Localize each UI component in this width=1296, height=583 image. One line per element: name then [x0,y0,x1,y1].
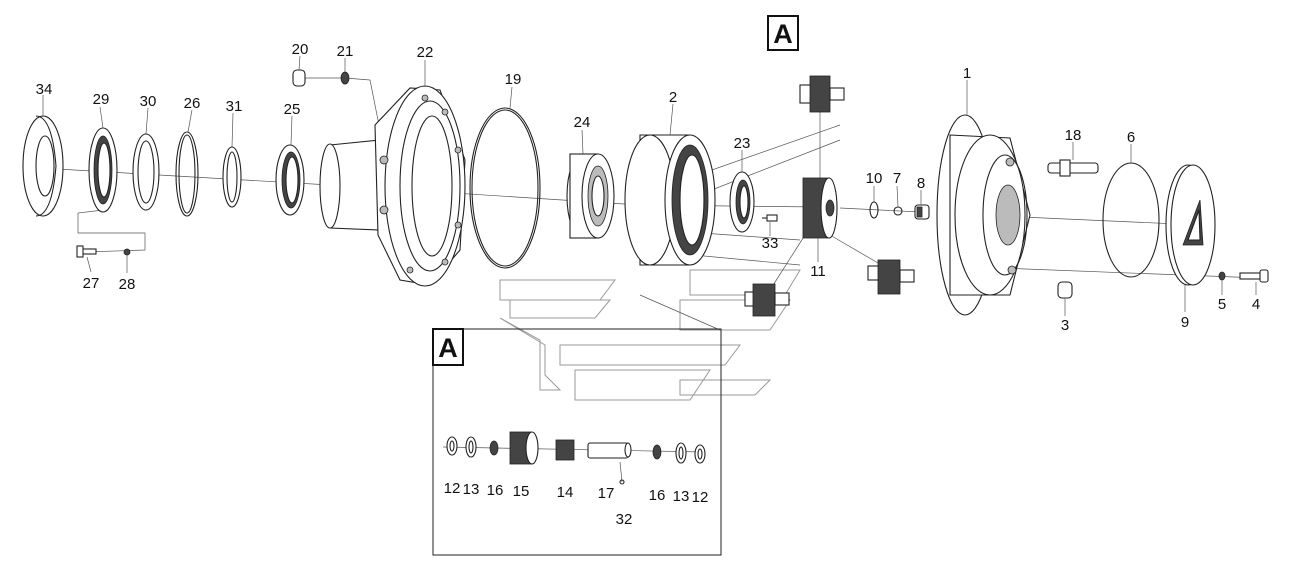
detail-12a-washer [446,436,458,456]
part-27-bolt [76,245,97,258]
part-11-sun-gear [802,177,838,239]
detail-15-gear [509,431,539,465]
part-8-plug [914,204,930,220]
label-34: 34 [36,81,53,98]
part-30-ring [132,133,160,211]
label-28: 28 [119,276,136,293]
part-5-washer [1218,271,1226,281]
label-6: 6 [1127,129,1135,146]
part-34-washer [22,115,64,217]
part-9-cover [1165,164,1216,286]
label-8: 8 [917,175,925,192]
part-4-bolt [1239,269,1269,283]
label-25: 25 [284,101,301,118]
part-24-bearing [566,153,615,239]
detail-label-12a: 12 [444,480,461,497]
label-11: 11 [810,263,826,280]
detail-label-16b: 16 [649,487,666,504]
part-26-snap-ring [175,131,199,217]
label-21: 21 [337,43,354,60]
label-29: 29 [93,91,110,108]
planet-gear-right [867,259,915,295]
detail-17-pin [587,442,632,459]
label-22: 22 [417,44,434,61]
planet-gear-top [799,75,845,113]
detail-13a-clip [465,436,477,458]
label-2: 2 [669,89,677,106]
detail-label-12b: 12 [692,489,709,506]
part-2-ring-gear [624,134,716,266]
label-1: 1 [963,65,971,82]
label-30: 30 [140,93,157,110]
detail-box-a: A [432,328,722,556]
label-31: 31 [226,98,243,115]
detail-13b-clip [675,442,687,464]
detail-label-15: 15 [513,483,530,500]
label-7: 7 [893,170,901,187]
detail-labels: 12 13 16 15 14 17 32 16 13 12 [444,480,709,528]
part-21-washer [340,71,350,85]
part-6-o-ring [1102,162,1160,278]
label-27: 27 [83,275,100,292]
label-10: 10 [866,170,883,187]
label-24: 24 [574,114,591,131]
svg-text:A: A [773,19,793,49]
part-33-pin [762,214,778,222]
label-5: 5 [1218,296,1226,313]
label-33: 33 [762,235,779,252]
part-3-plug [1057,281,1073,299]
detail-label-16a: 16 [487,482,504,499]
label-26: 26 [184,95,201,112]
part-20-plug [292,69,306,87]
leader-lines [42,55,1257,316]
part-18-stud [1047,159,1099,177]
planet-gear-bottom [744,283,790,317]
part-31-o-ring [222,146,242,208]
part-25-seal [275,144,305,216]
label-3: 3 [1061,317,1069,334]
label-20: 20 [292,41,309,58]
part-22-hub-carrier [319,85,466,287]
label-9: 9 [1181,314,1189,331]
detail-label-13b: 13 [673,488,690,505]
detail-label-32: 32 [616,511,633,528]
part-1-planet-carrier [936,114,1031,316]
label-19: 19 [505,71,522,88]
svg-text:A: A [438,333,458,363]
detail-label-17: 17 [598,485,615,502]
label-4: 4 [1252,296,1260,313]
detail-16a-ring [489,440,499,456]
detail-marker-a: A [767,15,799,51]
detail-16b-ring [652,444,662,460]
detail-32-ball [619,479,625,485]
part-28-washer [123,248,131,256]
label-18: 18 [1065,127,1082,144]
part-19-o-ring [469,107,541,269]
detail-12b-washer [694,444,706,464]
part-29-seal [88,127,118,213]
label-23: 23 [734,135,751,152]
detail-label-14: 14 [557,484,574,501]
detail-14-needle-bearing [555,439,575,461]
detail-label-13a: 13 [463,481,480,498]
part-labels: 34 29 30 26 31 25 20 21 22 19 24 2 23 33… [36,41,1261,334]
part-23-ring [729,171,755,233]
